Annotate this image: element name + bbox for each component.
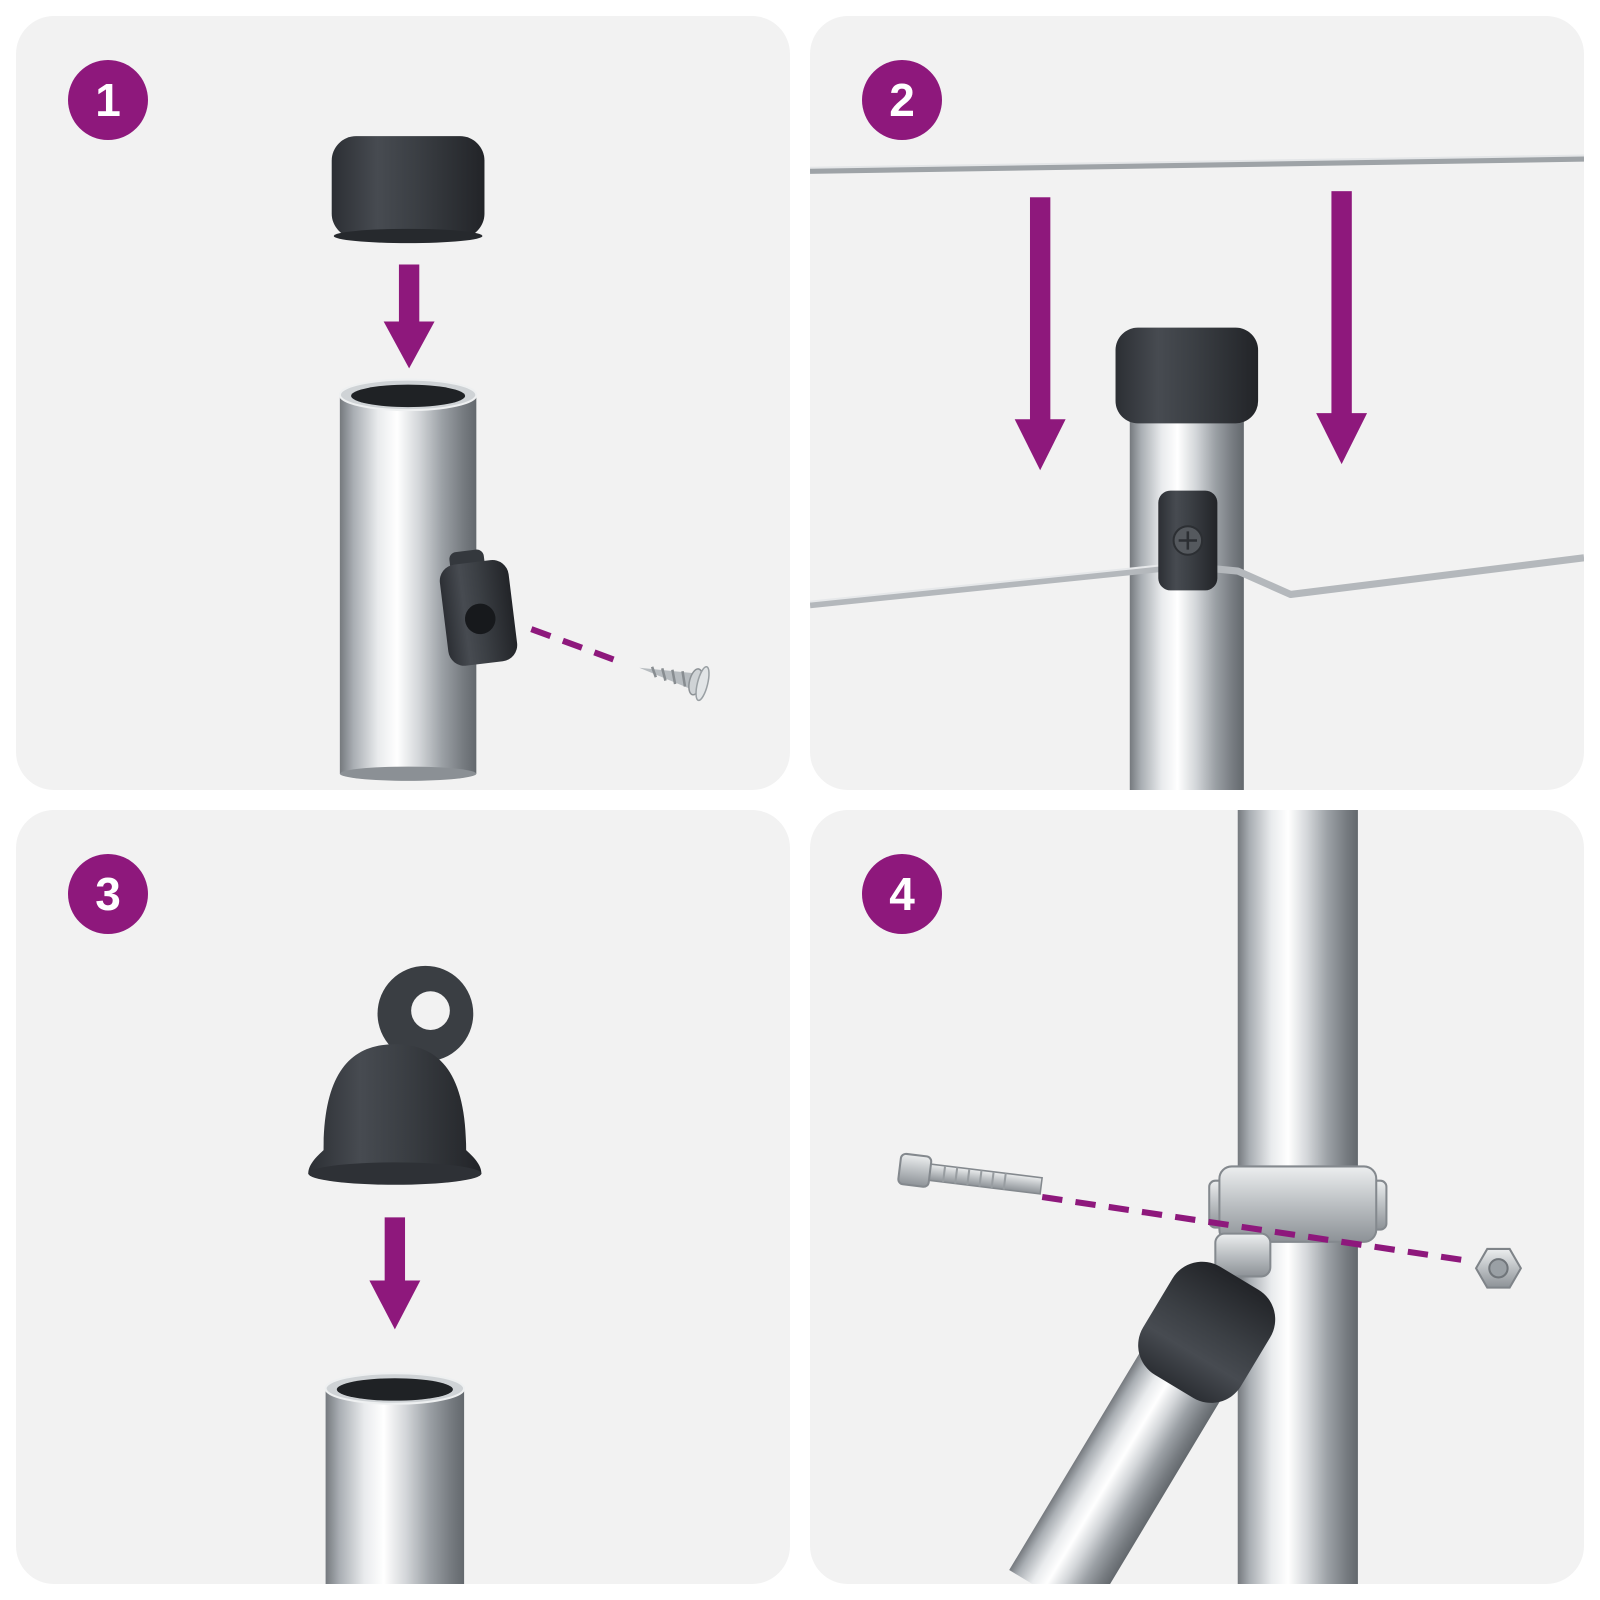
step-1-illustration — [331, 136, 710, 781]
step-2-illustration — [810, 154, 1584, 790]
step-4-illustration — [897, 810, 1523, 1584]
step-badge: 4 — [862, 854, 942, 934]
down-arrow-icon — [369, 1217, 421, 1330]
steel-post-icon — [1129, 415, 1244, 790]
step-panel-3: 3 — [16, 810, 790, 1584]
step-badge: 3 — [68, 854, 148, 934]
alignment-dashed-line — [1041, 1193, 1465, 1264]
step-panel-2: 2 — [810, 16, 1584, 790]
step-3-illustration — [308, 965, 482, 1584]
down-arrow-icon — [1316, 191, 1368, 465]
down-arrow-icon — [383, 264, 435, 369]
wire-clamp-icon — [1158, 490, 1218, 591]
step-number: 1 — [95, 74, 121, 126]
hex-bolt-icon — [897, 1152, 1043, 1195]
screw-icon — [639, 665, 710, 702]
alignment-dashed-line — [530, 626, 627, 667]
post-cap-icon — [1115, 327, 1259, 424]
post-cap-icon — [331, 136, 485, 244]
diagonal-brace-icon — [1009, 1261, 1276, 1584]
steel-post-icon — [324, 1372, 466, 1584]
step-badge: 1 — [68, 60, 148, 140]
step-number: 3 — [95, 868, 121, 920]
step-panel-4: 4 — [810, 810, 1584, 1584]
step-panel-1: 1 — [16, 16, 790, 790]
step-badge: 2 — [862, 60, 942, 140]
step-number: 2 — [889, 74, 915, 126]
hex-nut-icon — [1474, 1247, 1523, 1289]
wire-clamp-icon — [439, 549, 518, 666]
eyelet-cap-icon — [308, 965, 482, 1185]
down-arrow-icon — [1014, 197, 1066, 471]
band-clamp-icon — [1208, 1165, 1388, 1278]
upper-tension-wire-icon — [810, 154, 1584, 174]
step-number: 4 — [889, 868, 915, 920]
